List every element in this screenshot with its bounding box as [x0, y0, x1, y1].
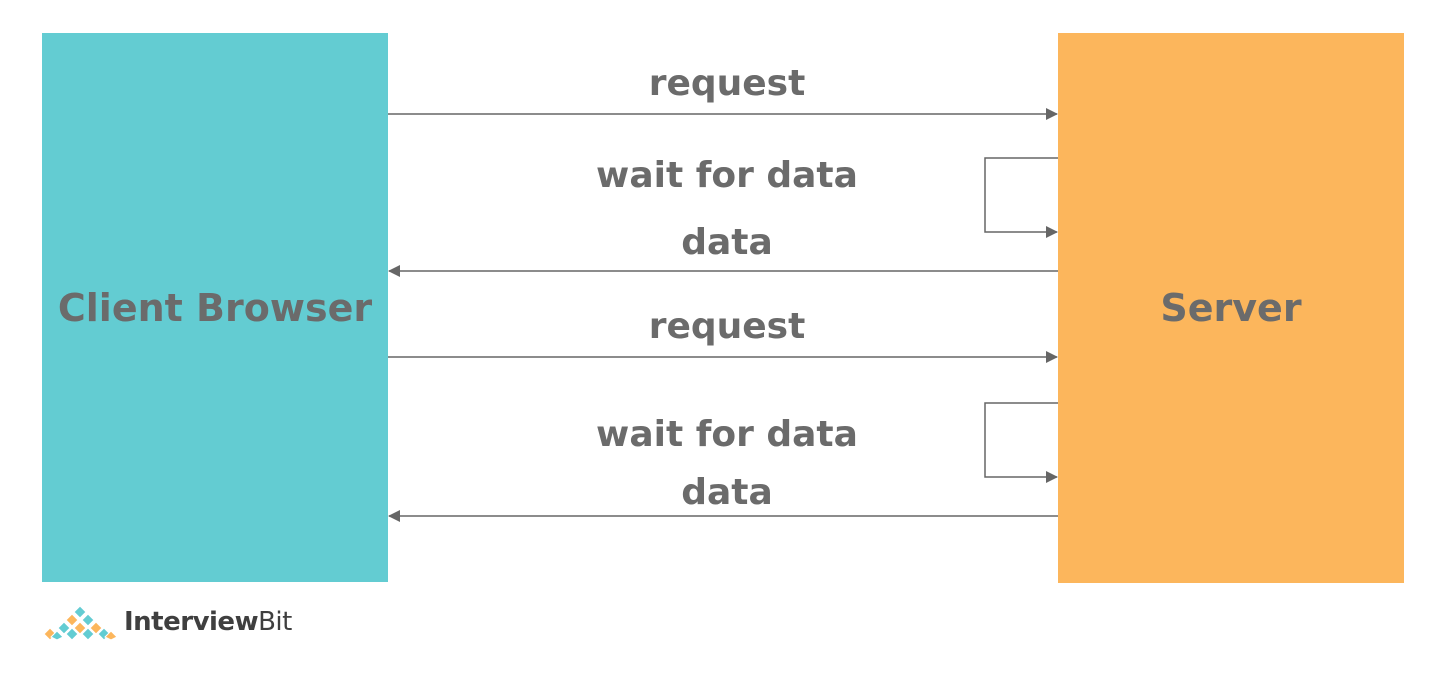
interviewbit-wordmark: InterviewBit	[124, 607, 292, 637]
server-label: Server	[1160, 286, 1302, 330]
interviewbit-logo-icon	[43, 605, 118, 640]
client-browser-label: Client Browser	[57, 285, 373, 330]
interviewbit-brand: InterviewBit	[42, 600, 292, 644]
client-browser-box: Client Browser	[42, 33, 388, 582]
wordmark-regular: Bit	[258, 607, 292, 637]
message-label-wait-1: wait for data	[596, 155, 858, 196]
message-label-data-1: data	[681, 222, 773, 263]
wait-loop-arrow-1	[984, 157, 1058, 238]
message-label-request-2: request	[648, 306, 806, 347]
wordmark-bold: Interview	[124, 607, 259, 637]
message-label-data-2: data	[681, 472, 773, 513]
server-box: Server	[1058, 33, 1404, 583]
message-label-wait-2: wait for data	[596, 414, 858, 455]
wait-loop-arrow-2	[984, 402, 1058, 483]
message-label-request-1: request	[648, 63, 806, 104]
